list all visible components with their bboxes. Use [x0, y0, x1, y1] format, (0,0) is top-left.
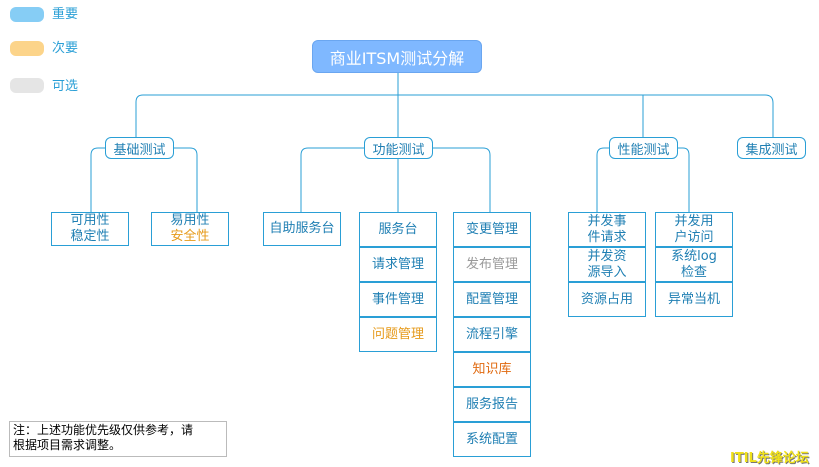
leaf-line: 并发事 — [587, 213, 627, 229]
root-node: 商业ITSM测试分解 — [312, 40, 482, 73]
leaf-request-management: 请求管理 — [359, 247, 437, 282]
legend-label-secondary: 次要 — [52, 41, 79, 56]
leaf-knowledge-base: 知识库 — [453, 352, 531, 387]
leaf-line: 自助服务台 — [269, 221, 335, 236]
legend-swatch-optional — [10, 78, 44, 93]
legend-swatch-important — [10, 7, 44, 22]
leaf-concurrent-resource-import: 并发资 源导入 — [568, 247, 646, 282]
leaf-line: 检查 — [680, 264, 707, 280]
category-functional: 功能测试 — [364, 137, 433, 159]
leaf-line: 服务台 — [378, 221, 418, 237]
leaf-configuration-management: 配置管理 — [453, 282, 531, 317]
category-basic: 基础测试 — [105, 137, 174, 159]
leaf-line: 户访问 — [674, 229, 714, 245]
leaf-self-service-desk: 自助服务台 — [263, 212, 341, 246]
leaf-line: 稳定性 — [70, 229, 110, 244]
leaf-system-configuration: 系统配置 — [453, 422, 531, 457]
leaf-line: 易用性 — [170, 213, 210, 228]
leaf-system-log-check: 系统log 检查 — [655, 247, 733, 282]
leaf-line: 并发资 — [587, 248, 627, 264]
leaf-usability-stability: 可用性 稳定性 — [51, 212, 129, 246]
leaf-resource-usage: 资源占用 — [568, 282, 646, 317]
leaf-line: 安全性 — [170, 229, 210, 244]
leaf-concurrent-incident-requests: 并发事 件请求 — [568, 212, 646, 247]
legend-label-important: 重要 — [52, 7, 79, 22]
leaf-abnormal-crash: 异常当机 — [655, 282, 733, 317]
legend-label-optional: 可选 — [52, 79, 79, 94]
leaf-line: 服务报告 — [465, 396, 518, 412]
leaf-service-desk: 服务台 — [359, 212, 437, 247]
leaf-problem-management: 问题管理 — [359, 317, 437, 352]
note-line: 注：上述功能优先级仅供参考，请 — [13, 423, 194, 437]
leaf-line: 请求管理 — [371, 256, 424, 272]
category-integration: 集成测试 — [737, 137, 806, 159]
leaf-line: 发布管理 — [465, 256, 518, 272]
leaf-line: 知识库 — [472, 361, 512, 377]
leaf-workflow-engine: 流程引擎 — [453, 317, 531, 352]
leaf-line: 源导入 — [587, 264, 627, 280]
leaf-line: 流程引擎 — [465, 326, 518, 342]
leaf-line: 系统配置 — [465, 431, 518, 447]
leaf-line: 可用性 — [70, 213, 110, 228]
forum-watermark: ITIL先锋论坛 — [730, 451, 809, 466]
leaf-line: 系统log — [671, 248, 717, 264]
leaf-line: 问题管理 — [371, 326, 424, 342]
leaf-line: 并发用 — [674, 213, 714, 229]
note-line: 根据项目需求调整。 — [13, 438, 122, 452]
leaf-change-management: 变更管理 — [453, 212, 531, 247]
leaf-line: 事件管理 — [371, 291, 424, 307]
leaf-line: 异常当机 — [667, 291, 720, 307]
leaf-line: 件请求 — [587, 229, 627, 245]
leaf-line: 资源占用 — [580, 291, 633, 307]
priority-note: 注：上述功能优先级仅供参考，请 根据项目需求调整。 — [9, 421, 227, 457]
leaf-incident-management: 事件管理 — [359, 282, 437, 317]
category-performance: 性能测试 — [609, 137, 678, 159]
leaf-service-report: 服务报告 — [453, 387, 531, 422]
leaf-line: 变更管理 — [465, 221, 518, 237]
leaf-ease-security: 易用性 安全性 — [151, 212, 229, 246]
legend-swatch-secondary — [10, 41, 44, 56]
leaf-release-management: 发布管理 — [453, 247, 531, 282]
leaf-line: 配置管理 — [465, 291, 518, 307]
leaf-concurrent-user-access: 并发用 户访问 — [655, 212, 733, 247]
